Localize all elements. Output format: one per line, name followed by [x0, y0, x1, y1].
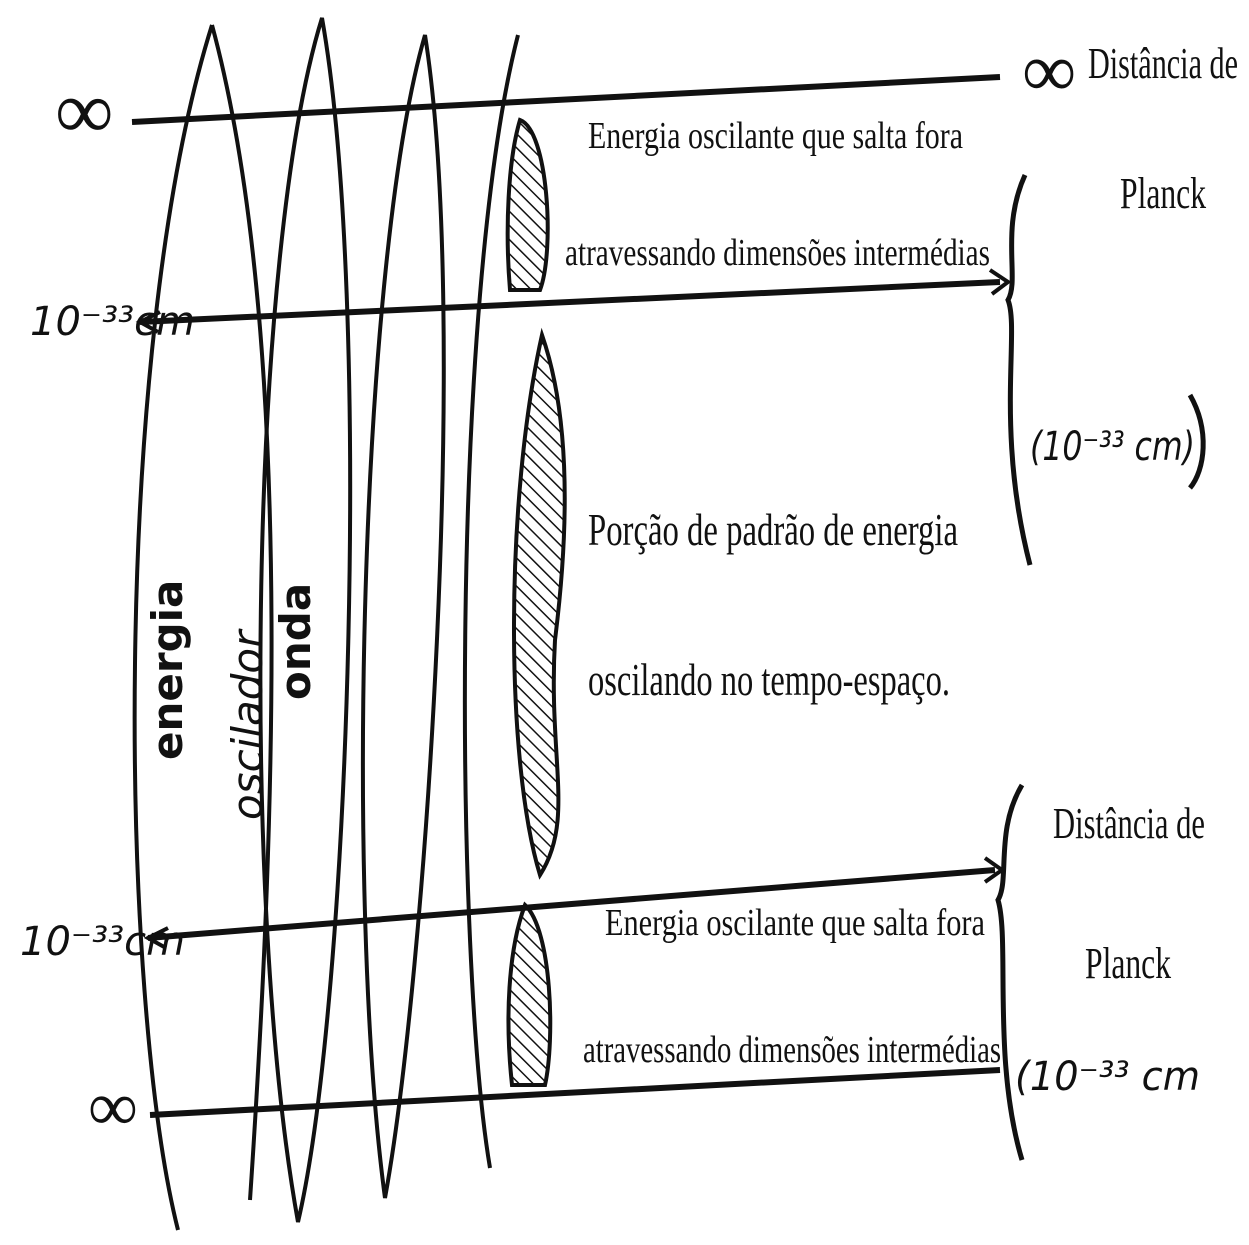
right-bottom-value: (10⁻³³ cm [1015, 1054, 1200, 1100]
hatch-middle [512, 327, 567, 880]
arrowhead-lower-left [143, 926, 169, 950]
planck-exp-label-top: 10⁻³³cm [30, 299, 195, 345]
annotation-middle-line2: oscilando no tempo-espaço. [588, 654, 950, 705]
right-top-title2: Planck [1120, 169, 1206, 218]
horizontal-lines [131, 74, 1001, 1118]
arrowhead-upper-right [988, 268, 1012, 296]
arrowhead-upper-left [135, 310, 161, 334]
annotation-top-line2: atravessando dimensões intermédias [565, 232, 990, 274]
hatch-bottom [506, 901, 553, 1087]
hatched-regions [505, 117, 567, 1087]
annotation-bottom-line1: Energia oscilante que salta fora [605, 902, 985, 944]
right-top-value: (10⁻³³ cm) [1030, 424, 1195, 470]
right-bottom-title2: Planck [1085, 939, 1171, 988]
wave-loop-3 [360, 34, 446, 1199]
annotation-bottom-line2: atravessando dimensões intermédias [583, 1029, 1001, 1071]
annotation-top-line1: Energia oscilante que salta fora [588, 115, 963, 157]
wave-loops [132, 17, 520, 1231]
right-bottom-title1: Distância de [1053, 799, 1205, 848]
infinity-top-right: ∞ [1022, 29, 1076, 113]
hatch-top [505, 117, 550, 292]
infinity-bottom-left: ∞ [88, 1069, 138, 1146]
brace-top [1005, 173, 1033, 566]
vertical-label-onda: onda [271, 583, 320, 700]
vertical-label-energia: energia [143, 580, 192, 760]
infinity-top-left: ∞ [55, 65, 113, 156]
planck-exp-label-bottom: 10⁻³³cm [20, 919, 185, 965]
wave-loop-2 [258, 17, 353, 1223]
paren-top-close [1187, 393, 1206, 490]
bottom-infinity-line [149, 1067, 1001, 1118]
top-infinity-line [131, 74, 1001, 125]
upper-planck-line [139, 279, 1001, 325]
wave-loop-1 [132, 24, 274, 1231]
wave-loop-4 [462, 34, 520, 1169]
right-top-title1: Distância de [1088, 39, 1238, 88]
vertical-label-oscilador: oscilador [223, 628, 272, 820]
brace-bottom [995, 783, 1025, 1161]
lower-planck-line [147, 867, 996, 941]
annotation-middle-line1: Porção de padrão de energia [588, 504, 958, 555]
planck-braces [995, 173, 1206, 1161]
